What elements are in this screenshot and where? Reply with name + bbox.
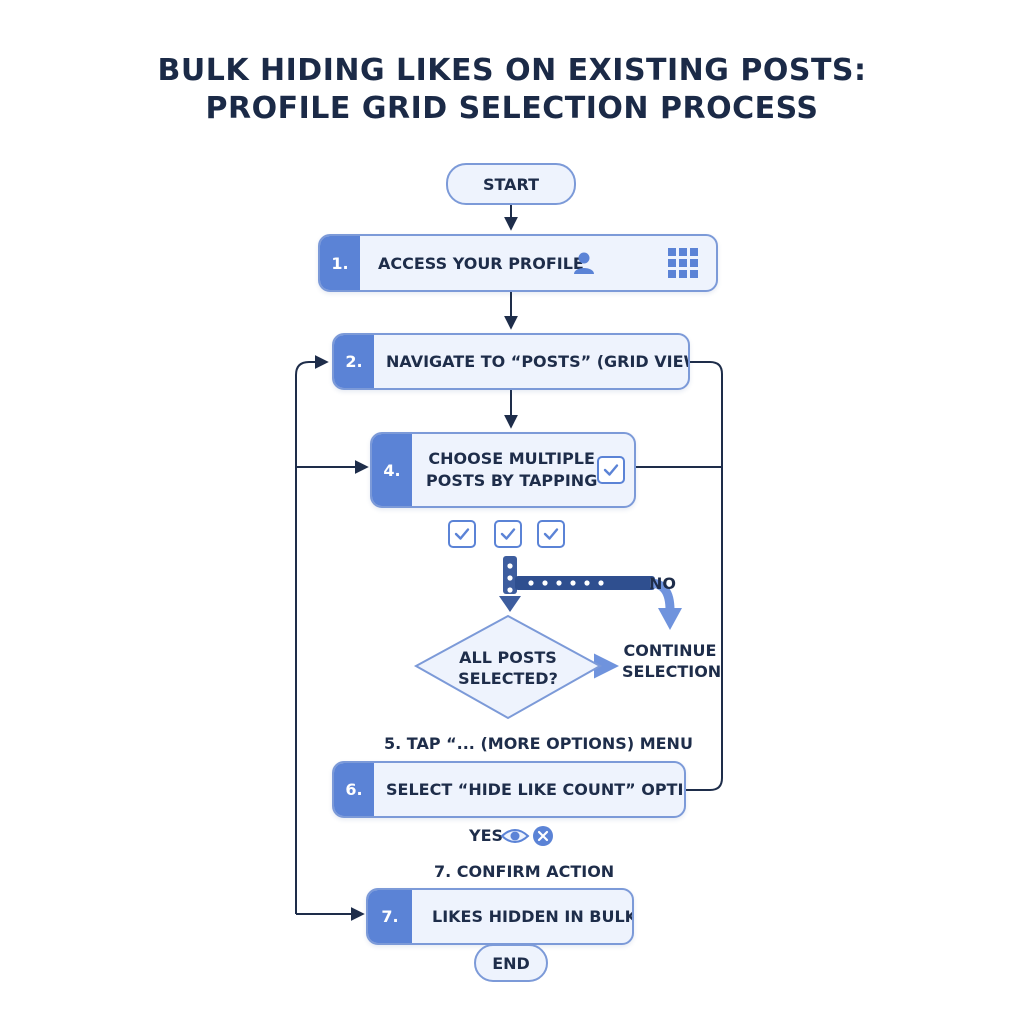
connector-left-loop-to-step2: [295, 355, 329, 914]
decision-diamond: [413, 614, 603, 720]
diagram-title-line-2: PROFILE GRID SELECTION PROCESS: [205, 91, 819, 126]
step-7-label: LIKES HIDDEN IN BULK: [432, 907, 634, 926]
decision-label-line-2: SELECTED?: [458, 669, 558, 688]
step-4-label-line-1: CHOOSE MULTIPLE: [428, 449, 595, 468]
grid-icon: [668, 248, 698, 278]
yes-label: YES: [469, 826, 504, 845]
step-6-hide-like-count: 6. SELECT “HIDE LIKE COUNT” OPTION: [332, 761, 686, 818]
decision-label-line-1: ALL POSTS: [459, 648, 557, 667]
step-2-navigate-posts: 2. NAVIGATE TO “POSTS” (GRID VIEW): [332, 333, 690, 390]
step-1-number: 1.: [320, 236, 360, 290]
start-node: START: [446, 163, 576, 205]
decision-label: ALL POSTS SELECTED?: [428, 647, 588, 689]
start-label: START: [482, 174, 540, 194]
step-4-choose-posts: 4. CHOOSE MULTIPLE POSTS BY TAPPING: [370, 432, 636, 508]
step-4-number: 4.: [372, 434, 412, 506]
step-6-number: 6.: [334, 763, 374, 816]
selected-post-checkbox-1: [448, 520, 476, 548]
no-branch-curve: [649, 578, 675, 611]
connector-right-loop: [686, 361, 723, 791]
continue-selection-line-2: SELECTION: [622, 662, 722, 681]
close-circle-icon: [533, 826, 553, 846]
end-node: END: [474, 944, 548, 982]
step-7-likes-hidden: 7. LIKES HIDDEN IN BULK: [366, 888, 634, 945]
step-2-number: 2.: [334, 335, 374, 388]
no-branch-label: NO: [649, 574, 676, 593]
person-icon: [574, 252, 594, 274]
selection-track: [503, 556, 517, 594]
step-1-access-profile: 1. ACCESS YOUR PROFILE: [318, 234, 718, 292]
step-1-label: ACCESS YOUR PROFILE: [378, 253, 584, 273]
step-4-label: CHOOSE MULTIPLE POSTS BY TAPPING: [412, 448, 597, 492]
step-7-number: 7.: [368, 890, 412, 943]
selected-post-checkbox-3: [537, 520, 565, 548]
step-4-label-line-2: POSTS BY TAPPING: [426, 471, 598, 490]
step-2-label: NAVIGATE TO “POSTS” (GRID VIEW): [386, 352, 690, 371]
continue-selection-line-1: CONTINUE: [623, 641, 717, 660]
step-5-label: 5. TAP “... (MORE OPTIONS) MENU: [384, 734, 693, 753]
eye-icon: [500, 829, 530, 843]
step-7-confirm-label: 7. CONFIRM ACTION: [434, 862, 615, 881]
selected-post-checkbox-2: [494, 520, 522, 548]
diagram-title-line-1: BULK HIDING LIKES ON EXISTING POSTS:: [157, 53, 867, 88]
checkbox-icon: [597, 456, 625, 484]
no-branch-arrowhead: [658, 608, 682, 630]
continue-selection-label: CONTINUE SELECTION: [622, 640, 722, 682]
step-6-label: SELECT “HIDE LIKE COUNT” OPTION: [386, 780, 686, 799]
end-label: END: [492, 953, 530, 973]
selection-arrow-down: [499, 596, 521, 612]
